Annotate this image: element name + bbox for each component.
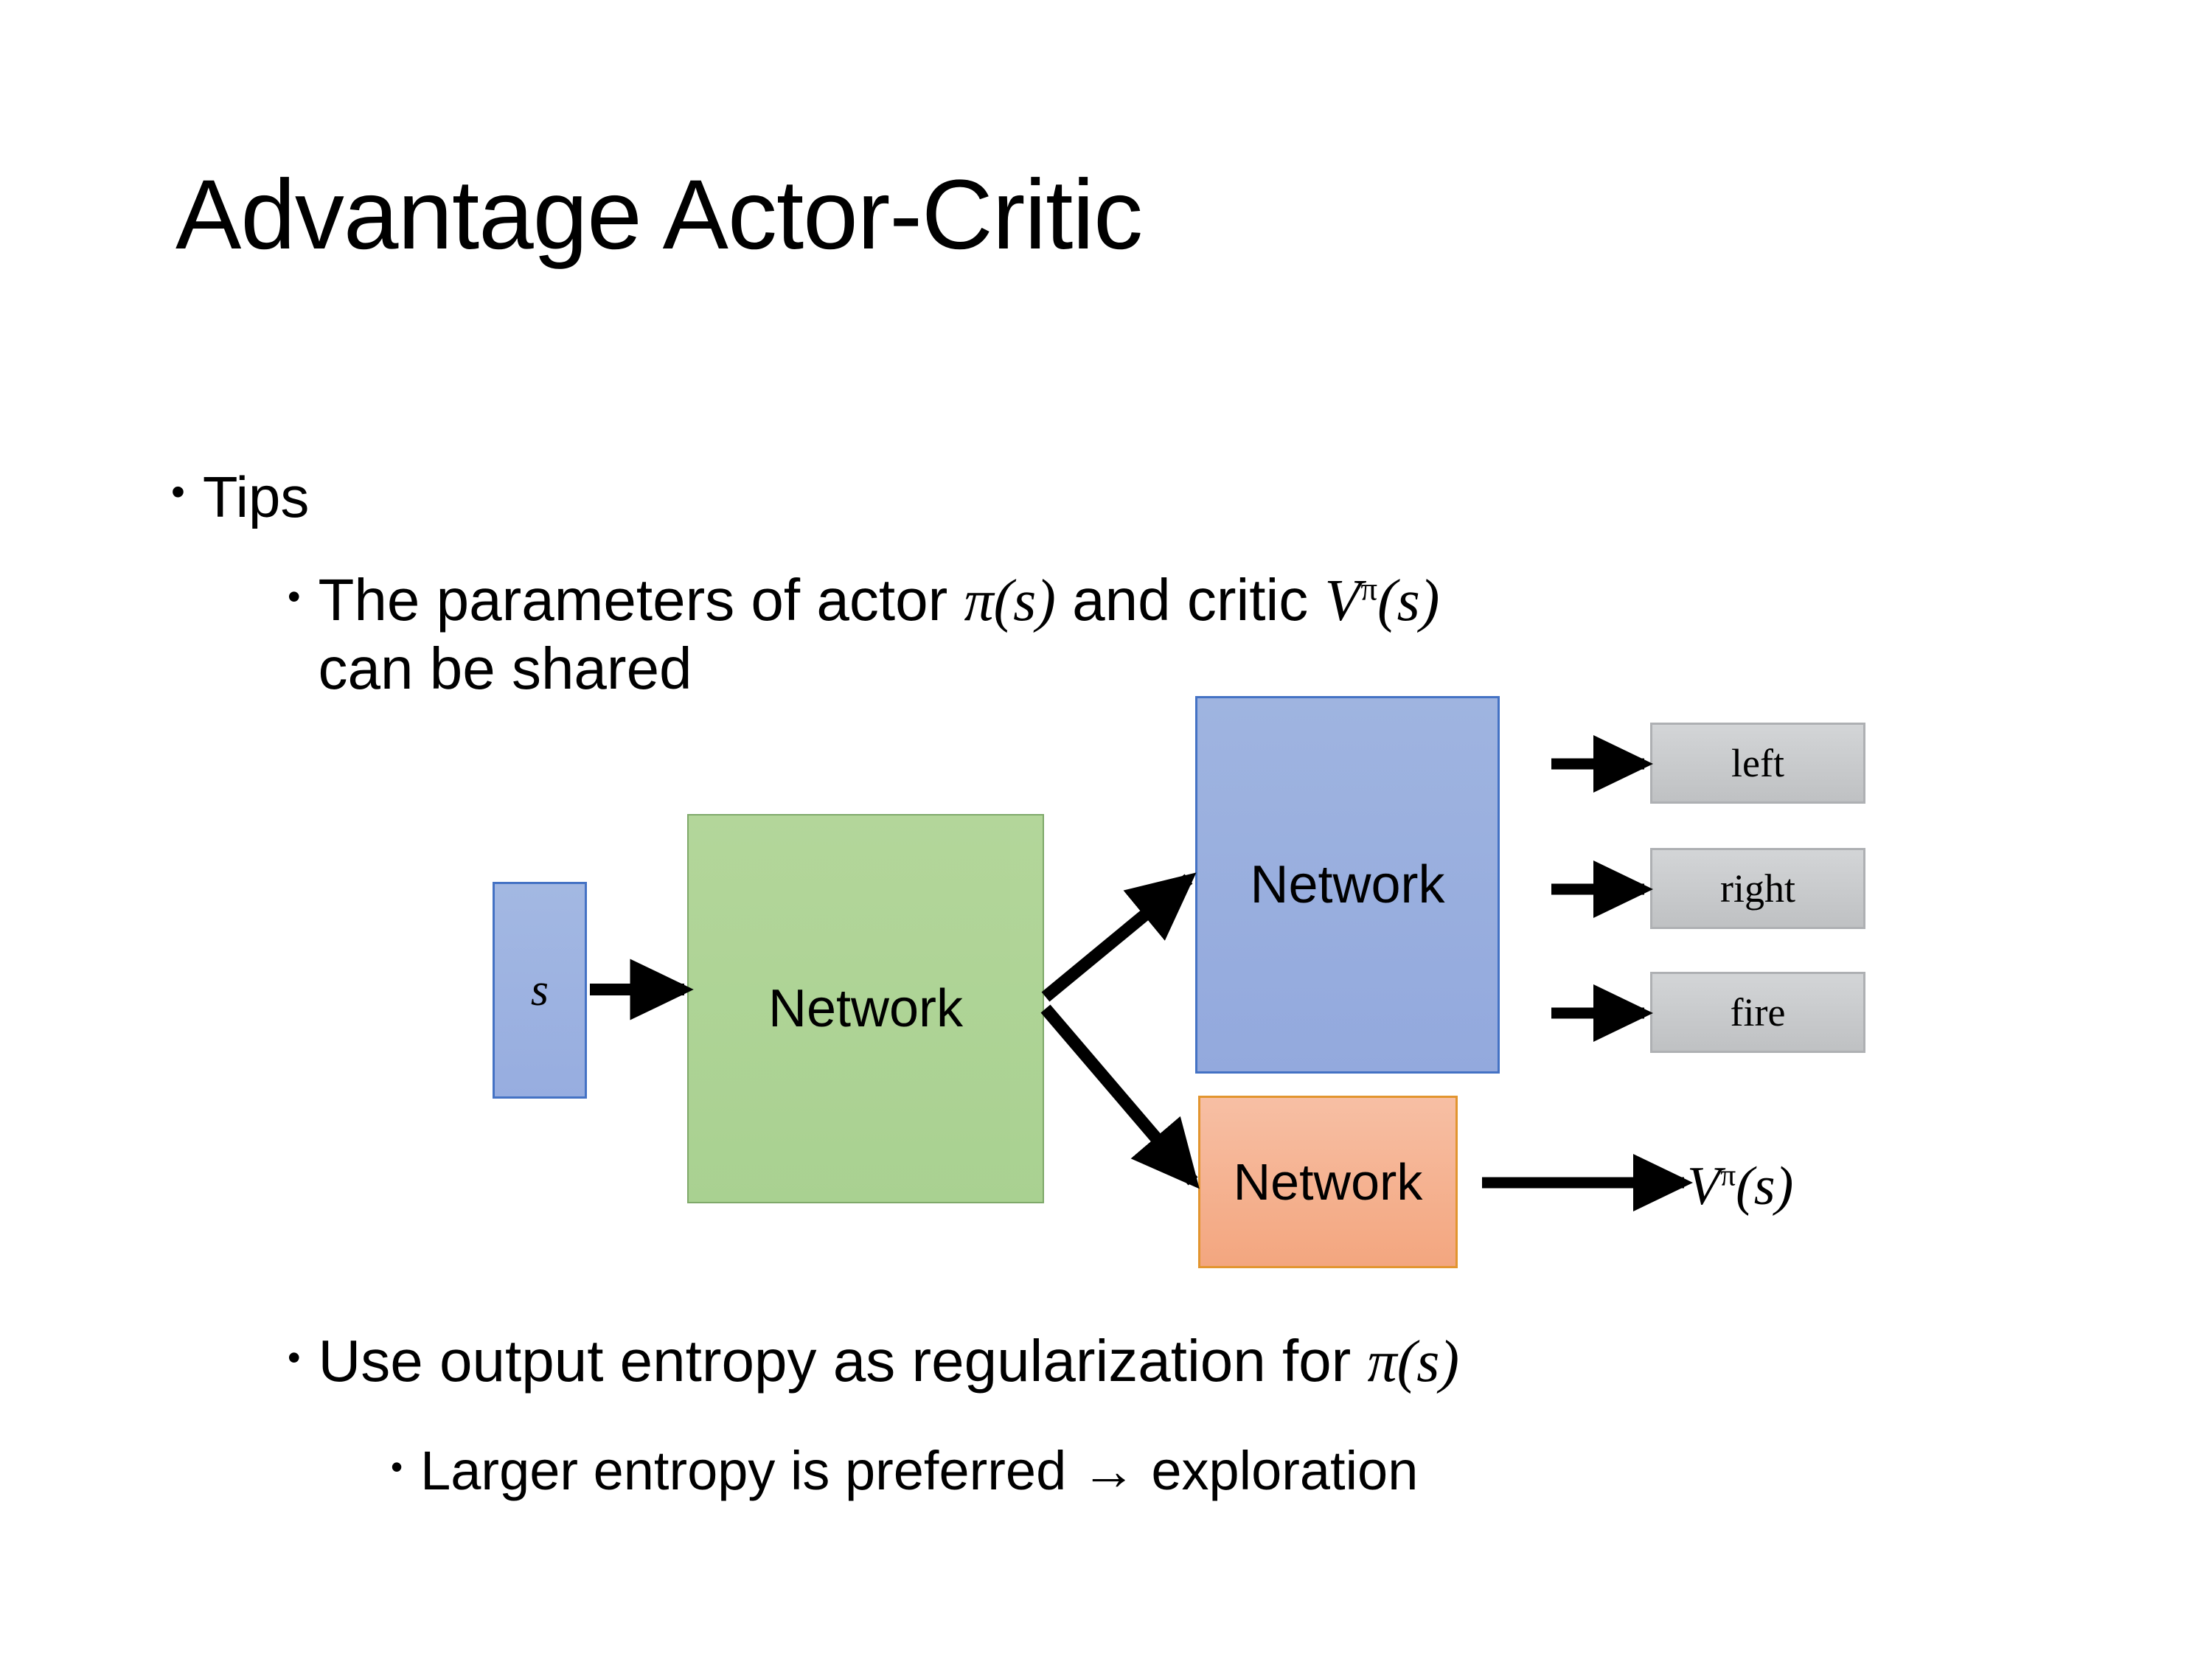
params-text-mid: and critic <box>1055 567 1325 633</box>
actor-network-label: Network <box>1250 855 1445 914</box>
actor-pi-arg: (s) <box>993 568 1056 633</box>
critic-output-arg: (s) <box>1736 1156 1794 1217</box>
action-box-fire: fire <box>1650 972 1865 1053</box>
bullet-parameters-text: The parameters of actor π(s) and critic … <box>319 566 2029 703</box>
bullet-parameters-shared: • The parameters of actor π(s) and criti… <box>288 566 2029 703</box>
bullet-marker-icon: • <box>171 470 185 514</box>
bullet-marker-icon: • <box>288 1337 301 1378</box>
arrow-shared-to-critic <box>1040 1004 1200 1189</box>
critic-v-symbol: V <box>1324 568 1361 633</box>
action-box-left: left <box>1650 723 1865 804</box>
critic-v-superscript-pi: π <box>1360 570 1378 608</box>
shared-network-label: Network <box>768 979 964 1038</box>
params-text-lead: The parameters of actor <box>318 567 964 633</box>
critic-output-superscript-pi: π <box>1720 1158 1736 1192</box>
action-label-fire: fire <box>1730 990 1786 1034</box>
bullet-entropy-regularization: • Use output entropy as regularization f… <box>288 1327 1459 1396</box>
bullet-marker-icon: • <box>391 1447 403 1486</box>
shared-network-box: Network <box>687 814 1044 1203</box>
actor-network-box: Network <box>1195 696 1500 1074</box>
action-box-right: right <box>1650 848 1865 929</box>
params-line2: can be shared <box>318 636 692 701</box>
bullet-tips-label: Tips <box>202 465 310 529</box>
bullet-larger-entropy-label: Larger entropy is preferred → exploratio… <box>420 1440 1419 1501</box>
action-label-right: right <box>1720 866 1795 911</box>
entropy-pi-arg: (s) <box>1397 1329 1460 1394</box>
critic-network-label: Network <box>1233 1153 1423 1211</box>
bullet-tips: • Tips <box>171 463 309 531</box>
actor-pi-symbol: π <box>964 568 994 633</box>
critic-output-value: Vπ(s) <box>1687 1154 1793 1218</box>
entropy-text-lead: Use output entropy as regularization for <box>318 1328 1368 1394</box>
state-input-label: s <box>530 964 549 1015</box>
action-label-left: left <box>1731 741 1784 785</box>
state-input-box: s <box>493 882 587 1099</box>
entropy-pi-symbol: π <box>1367 1329 1397 1394</box>
arrow-shared-to-actor <box>1041 872 1197 1002</box>
bullet-entropy-text: Use output entropy as regularization for… <box>319 1327 1460 1396</box>
critic-network-box: Network <box>1198 1096 1458 1268</box>
page-title: Advantage Actor-Critic <box>175 160 1143 270</box>
bullet-larger-entropy: • Larger entropy is preferred → explorat… <box>391 1439 1418 1502</box>
critic-output-v: V <box>1687 1156 1721 1217</box>
bullet-marker-icon: • <box>288 576 301 617</box>
critic-v-arg: (s) <box>1377 568 1440 633</box>
